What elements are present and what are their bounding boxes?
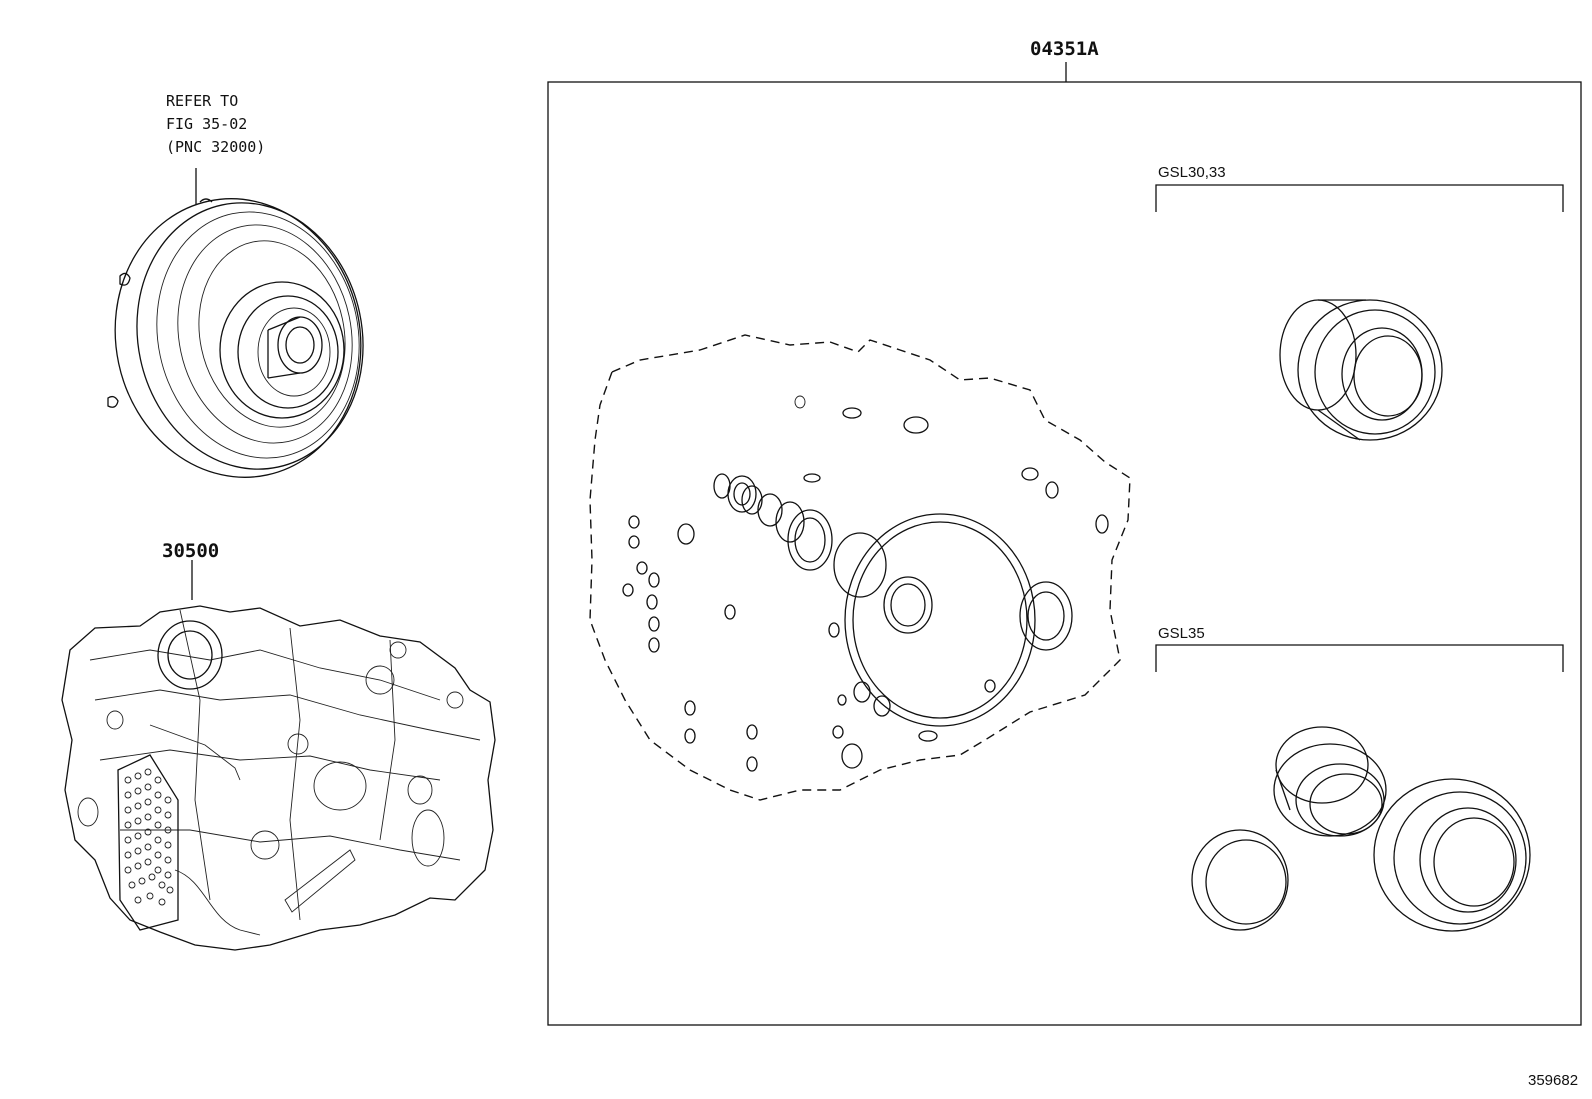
diagram-id: 359682 <box>1528 1072 1579 1089</box>
seal-assembly-gsl30-33 <box>1279 299 1443 441</box>
part-number-30500[interactable]: 30500 <box>162 540 220 562</box>
case-outline <box>589 334 1131 801</box>
refer-note-line-3: (PNC 32000) <box>166 138 266 156</box>
bracket-gsl35 <box>1155 644 1564 672</box>
variant-label-gsl30-33: GSL30,33 <box>1158 164 1226 181</box>
variant-label-gsl35: GSL35 <box>1158 625 1205 642</box>
seal-kit-parts <box>622 395 1109 772</box>
torque-converter-illustration <box>107 198 364 478</box>
refer-note: REFER TO FIG 35-02 (PNC 32000) <box>166 90 265 159</box>
seal-assembly-gsl35 <box>1191 726 1531 932</box>
refer-note-line-2: FIG 35-02 <box>166 115 248 133</box>
part-number-04351a[interactable]: 04351A <box>1030 38 1099 60</box>
bracket-gsl30-33 <box>1155 184 1564 212</box>
kit-frame <box>547 81 1582 1026</box>
transaxle-assembly-illustration <box>61 605 496 951</box>
refer-note-line-1: REFER TO <box>166 92 239 110</box>
